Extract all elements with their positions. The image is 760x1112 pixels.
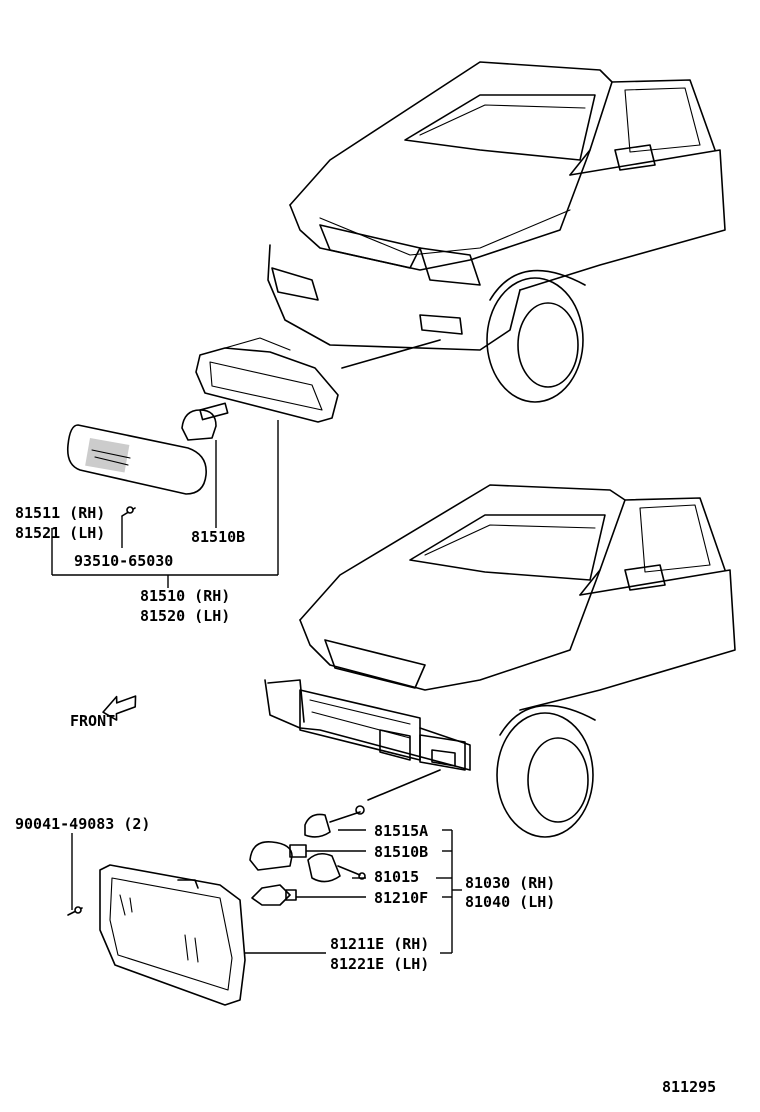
label-81510b-bottom: 81510B (374, 843, 428, 861)
label-90041: 90041-49083 (2) (15, 815, 150, 833)
label-front: FRONT (70, 712, 115, 730)
label-81521: 81521 (LH) (15, 524, 105, 542)
bulb-icon (181, 402, 229, 441)
label-81210f: 81210F (374, 889, 428, 907)
label-81030: 81030 (RH) (465, 874, 555, 892)
front-arrow-icon (102, 695, 137, 721)
label-81221e: 81221E (LH) (330, 955, 429, 973)
vehicle-illustration-bottom (264, 484, 736, 838)
vehicle-illustration-top (267, 61, 726, 403)
leader-lines-bottom (71, 829, 462, 954)
turn-signal-components (67, 805, 366, 1006)
label-81515a: 81515A (374, 822, 428, 840)
label-81520: 81520 (LH) (140, 607, 230, 625)
side-marker-lamp-assembly (66, 337, 339, 517)
label-81211e: 81211E (RH) (330, 935, 429, 953)
label-81015: 81015 (374, 868, 419, 886)
diagram-code: 811295 (662, 1078, 716, 1096)
label-81510: 81510 (RH) (140, 587, 230, 605)
label-81510b-top: 81510B (191, 528, 245, 546)
label-81040: 81040 (LH) (465, 893, 555, 911)
label-93510: 93510-65030 (74, 552, 173, 570)
leader-lines-top (51, 420, 279, 588)
label-81511: 81511 (RH) (15, 504, 105, 522)
